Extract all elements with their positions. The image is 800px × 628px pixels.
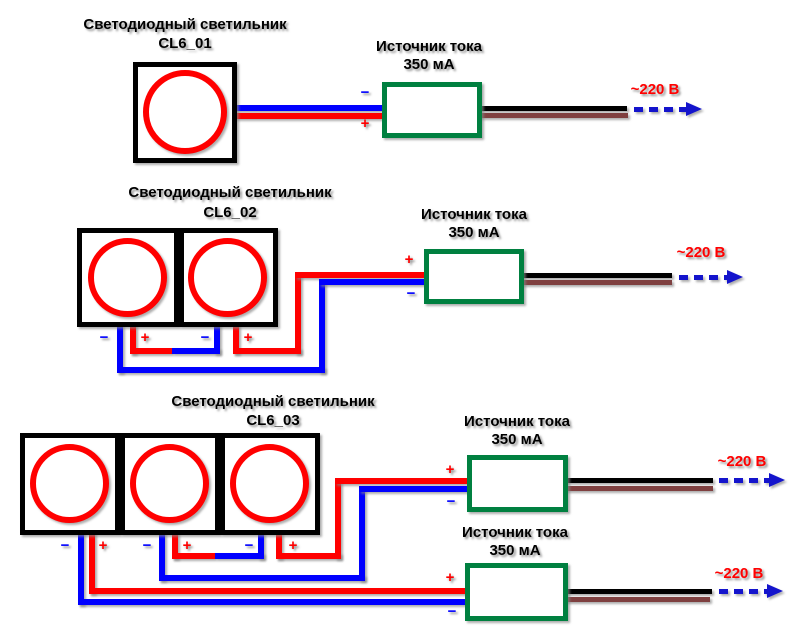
source-polarity-minus: − — [406, 285, 416, 302]
wire-riser-minus-2 — [214, 322, 220, 354]
wire-mains-brown — [564, 597, 710, 602]
source-current: 350 мА — [403, 56, 455, 73]
lamp-title: Светодиодный светильник — [171, 393, 375, 410]
source-title: Источник тока — [376, 38, 482, 55]
polarity-minus: − — [360, 84, 370, 101]
mains-arrow-dashes — [679, 275, 727, 280]
wire-negative-blue — [232, 105, 382, 111]
wire-mains-black — [564, 478, 713, 483]
voltage-label: ~220 В — [676, 244, 726, 261]
led-circle — [143, 70, 227, 154]
wire-minus-riser — [359, 486, 365, 581]
wire-minus-run — [117, 367, 325, 373]
wire-riser-plus-1 — [89, 530, 95, 594]
terminal-plus-1: + — [98, 537, 108, 554]
wire-positive-red — [232, 113, 382, 119]
wire-mains-brown — [520, 280, 672, 285]
mains-arrow-head-icon — [727, 270, 743, 284]
source-title: Источник тока — [464, 413, 570, 430]
wire-plus-to-source — [295, 272, 429, 278]
led-circle-1 — [88, 238, 167, 317]
wire-series-link-red — [130, 348, 172, 354]
wire-riser-minus-1 — [117, 322, 123, 373]
wire-series-link-blue — [215, 553, 264, 559]
lamp-id: CL6_03 — [246, 412, 300, 429]
wire-plus-to-source-1 — [335, 478, 471, 484]
mains-arrow-head-icon — [767, 584, 783, 598]
mains-arrow-dashes — [634, 107, 686, 112]
wire-plus-run — [233, 348, 301, 354]
source-polarity-minus: − — [446, 493, 456, 510]
source-current: 350 мА — [491, 431, 543, 448]
mains-arrow-head-icon — [686, 102, 702, 116]
terminal-minus-2: − — [200, 329, 210, 346]
voltage-label: ~220 В — [717, 453, 767, 470]
mains-arrow-head-icon — [769, 473, 785, 487]
mains-arrow-dashes — [719, 478, 769, 483]
wire-riser-plus-1 — [130, 322, 136, 354]
wire-mains-black — [564, 589, 712, 594]
wire-minus-to-source-1 — [359, 486, 471, 492]
current-source-box — [424, 249, 524, 304]
source-polarity-plus: + — [445, 569, 455, 586]
led-circle-2 — [188, 238, 267, 317]
wire-riser-plus-2 — [172, 530, 178, 559]
wire-plus-riser — [335, 478, 341, 559]
voltage-label: ~220 В — [630, 81, 680, 98]
wire-riser-plus-2 — [233, 322, 239, 354]
wire-mains-black — [520, 273, 672, 278]
wire-riser-minus-2 — [159, 530, 165, 581]
terminal-minus-1: − — [99, 329, 109, 346]
lamp-id: CL6_02 — [203, 204, 257, 221]
terminal-minus-3: − — [244, 537, 254, 554]
wire-plus-riser — [295, 272, 301, 354]
terminal-minus-2: − — [142, 537, 152, 554]
led-circle-2 — [130, 444, 209, 523]
wire-minus-to-source-2 — [78, 599, 469, 605]
source-polarity-plus: + — [404, 251, 414, 268]
led-circle-3 — [230, 444, 309, 523]
led-circle-1 — [30, 444, 109, 523]
source-current: 350 мА — [448, 224, 500, 241]
wire-mains-brown — [478, 113, 628, 118]
wire-plus-run — [276, 553, 341, 559]
source-title: Источник тока — [462, 524, 568, 541]
current-source-box-1 — [467, 455, 568, 512]
source-polarity-minus: − — [447, 603, 457, 620]
current-source-box-2 — [465, 563, 568, 621]
wire-minus-to-source — [319, 279, 429, 285]
wire-mains-black — [478, 106, 627, 111]
source-title: Источник тока — [421, 206, 527, 223]
wire-riser-plus-3 — [276, 530, 282, 559]
terminal-plus-2: + — [243, 329, 253, 346]
wire-minus-run — [159, 575, 365, 581]
lamp-title: Светодиодный светильник — [128, 184, 332, 201]
lamp-title: Светодиодный светильник — [83, 16, 287, 33]
terminal-minus-1: − — [60, 537, 70, 554]
wire-riser-minus-3 — [258, 530, 264, 559]
terminal-plus-3: + — [288, 537, 298, 554]
wire-mains-brown — [564, 486, 713, 491]
terminal-plus-2: + — [182, 537, 192, 554]
wire-series-link-red — [172, 553, 215, 559]
current-source-box — [382, 82, 482, 138]
polarity-plus: + — [360, 115, 370, 132]
terminal-plus-1: + — [140, 329, 150, 346]
wire-riser-minus-1 — [78, 530, 84, 605]
source-polarity-plus: + — [445, 461, 455, 478]
wire-minus-riser — [319, 279, 325, 373]
lamp-id: CL6_01 — [158, 35, 212, 52]
wire-plus-to-source-2 — [89, 588, 469, 594]
mains-arrow-dashes — [719, 589, 767, 594]
voltage-label: ~220 В — [714, 565, 764, 582]
wire-series-link-blue — [172, 348, 220, 354]
source-current: 350 мА — [489, 542, 541, 559]
